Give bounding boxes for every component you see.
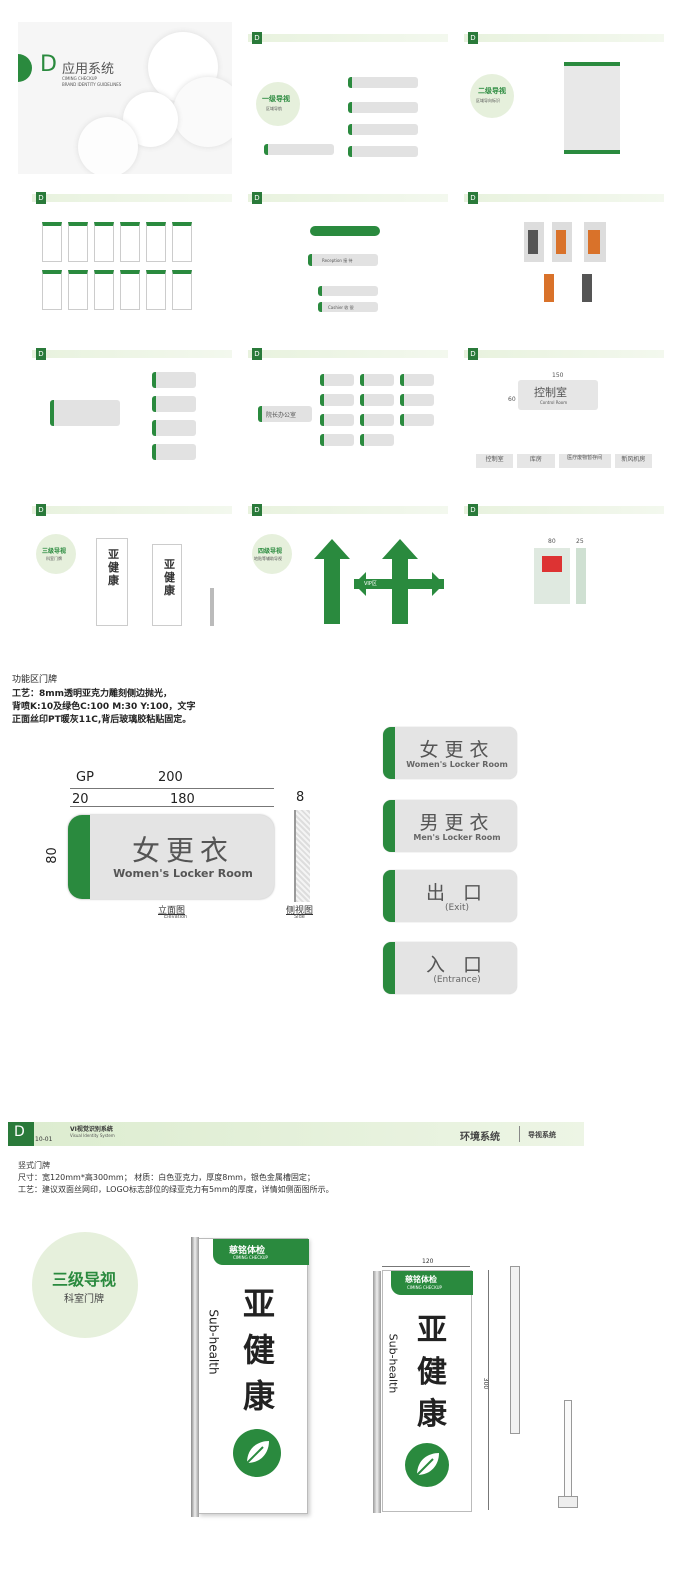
control-cn: 控制室 bbox=[534, 386, 567, 399]
detail-subsystem: 导视系统 bbox=[528, 1131, 556, 1139]
level3-label: 三级导视 bbox=[42, 548, 67, 555]
side-profile bbox=[510, 1266, 520, 1434]
vsign2-char-1: 亚 bbox=[417, 1313, 447, 1348]
office-main: 院长办公室 bbox=[266, 412, 297, 419]
elev-en: Elevation bbox=[164, 914, 188, 920]
side-label: 侧视图 bbox=[286, 906, 314, 916]
room-2: 医疗废物暂存间 bbox=[558, 454, 611, 468]
detail-letter: D bbox=[14, 1124, 25, 1140]
thumb-reception: D Reception 接 待 Cashier 收 银 bbox=[248, 182, 448, 312]
cover-sub2: BRAND IDENTITY GUIDELINES bbox=[62, 82, 122, 87]
big-sign-en: Women's Locker Room bbox=[113, 867, 253, 880]
level2-sub: 区域导向标识 bbox=[476, 98, 500, 103]
thumb-offices: D 院长办公室 bbox=[248, 340, 448, 470]
level3-sub: 科室门牌 bbox=[46, 556, 62, 561]
dim-20: 20 bbox=[72, 792, 89, 807]
sign-exit: 出 口 (Exit) bbox=[383, 870, 517, 922]
brand-logo-1: 慈铭体检 bbox=[229, 1246, 266, 1256]
room-0: 控制室 bbox=[476, 454, 514, 468]
level4-label: 四级导视 bbox=[258, 548, 283, 555]
detail-vi-cn: VI视觉识别系统 bbox=[70, 1126, 113, 1133]
thumb-signs-grid: D bbox=[32, 182, 232, 312]
thumb-toilets: D bbox=[464, 182, 664, 312]
vsign-en-2: Sub-health bbox=[386, 1333, 400, 1394]
dim-150: 150 bbox=[552, 372, 564, 379]
dim-180: 180 bbox=[170, 792, 195, 807]
cover-letter: D bbox=[40, 52, 57, 77]
vsign-thumb1: 亚健康 bbox=[108, 548, 119, 587]
detail-line2: 工艺：建议双面丝网印，LOGO标志部位的绿亚克力有5mm的厚度，详情如侧面图所示… bbox=[18, 1185, 334, 1194]
vsign-elevation: 慈铭体检 CIMING CHECKUP 亚 健 康 Sub-health bbox=[373, 1270, 473, 1513]
cover-title: 应用系统 bbox=[62, 62, 115, 77]
thumb-control: D 150 60 控制室 Control Room 控制室 库房 医疗废物暂存间… bbox=[464, 340, 664, 470]
thumb-nosmoke: D 80 25 bbox=[464, 498, 664, 628]
detail-line1: 尺寸：宽120mm*高300mm； 材质：白色亚克力，厚度8mm，银色金属槽固定… bbox=[18, 1173, 315, 1182]
dim-60: 60 bbox=[508, 396, 516, 403]
thumb-level2: D 二级导视 区域导向标识 bbox=[464, 22, 664, 162]
cover-thumb: D 应用系统 CIMING CHECKUP BRAND IDENTITY GUI… bbox=[18, 22, 232, 174]
detail-title: 竖式门牌 bbox=[18, 1161, 50, 1170]
detail-badge-sub: 科室门牌 bbox=[64, 1294, 104, 1305]
thumb-level3: D 三级导视 科室门牌 亚健康 亚健康 bbox=[32, 498, 232, 628]
leaf-icon-2 bbox=[405, 1443, 449, 1487]
detail-d-badge bbox=[8, 1122, 34, 1146]
elev-label: 立面图 bbox=[158, 906, 186, 916]
floor-arrows-graphic bbox=[314, 539, 444, 624]
section-title: 功能区门牌 bbox=[12, 675, 58, 685]
side-en: Side bbox=[294, 914, 305, 920]
sign-men: 男更衣 Men's Locker Room bbox=[383, 800, 517, 852]
big-sign-cn: 女更衣 bbox=[131, 834, 234, 867]
desc-line3: 正面丝印PT暖灰11C,背后玻璃胶粘贴固定。 bbox=[12, 715, 192, 725]
sign-women: 女更衣 Women's Locker Room bbox=[383, 727, 517, 779]
brand-en-2: CIMING CHECKUP bbox=[407, 1285, 442, 1290]
thumb-level1: D 一级导视 区域导航 bbox=[248, 22, 448, 162]
thumb-level4: D 四级导视 地贴等辅助导视 VIP区 bbox=[248, 498, 448, 628]
room-1: 库房 bbox=[517, 454, 555, 468]
dim-25: 25 bbox=[576, 538, 584, 545]
big-locker-sign: 女更衣 Women's Locker Room bbox=[68, 815, 274, 899]
vip-label: VIP区 bbox=[364, 581, 377, 587]
detail-header bbox=[8, 1122, 584, 1146]
vsign2-char-3: 康 bbox=[417, 1397, 447, 1432]
w120-label: 120 bbox=[422, 1258, 434, 1265]
dim-gp: GP bbox=[76, 770, 94, 785]
vsign-perspective: 慈铭体检 CIMING CHECKUP 亚 健 康 Sub-health bbox=[191, 1237, 309, 1517]
vsign-en-1: Sub-health bbox=[206, 1309, 221, 1375]
vsign-char-3: 康 bbox=[243, 1377, 276, 1415]
desc-line2: 背喷K:10及绿色C:100 M:30 Y:100，文字 bbox=[12, 702, 196, 712]
dim-80-main: 80 bbox=[44, 847, 60, 864]
dim-200: 200 bbox=[158, 770, 183, 785]
vsign-char-2: 健 bbox=[243, 1331, 276, 1369]
dim-8: 8 bbox=[296, 790, 305, 805]
level1-sub: 区域导航 bbox=[266, 106, 282, 111]
detail-badge bbox=[32, 1232, 138, 1338]
detail-badge-title: 三级导视 bbox=[52, 1270, 117, 1289]
brand-en-1: CIMING CHECKUP bbox=[233, 1255, 268, 1260]
detail-code: 10-01 bbox=[35, 1136, 53, 1143]
vsign-char-1: 亚 bbox=[243, 1285, 276, 1323]
leaf-icon-1 bbox=[233, 1429, 281, 1477]
control-en: Control Room bbox=[540, 400, 568, 405]
vsign2-char-2: 健 bbox=[417, 1355, 447, 1390]
level1-label: 一级导视 bbox=[262, 95, 290, 103]
desc-line1: 工艺：8mm透明亚克力雕刻侧边抛光， bbox=[12, 689, 173, 699]
cashier-label: Cashier 收 银 bbox=[328, 305, 354, 310]
level4-sub: 地贴等辅助导视 bbox=[254, 556, 282, 561]
dim-80: 80 bbox=[548, 538, 556, 545]
level2-label: 二级导视 bbox=[478, 87, 506, 95]
detail-vi-en: Visual Identity System bbox=[70, 1133, 115, 1138]
brand-logo-2: 慈铭体检 bbox=[405, 1275, 437, 1284]
vsign-thumb2: 亚健康 bbox=[164, 558, 175, 597]
sign-entrance: 入 口 (Entrance) bbox=[383, 942, 517, 994]
detail-system: 环境系统 bbox=[460, 1132, 500, 1143]
thumb-locker-small: D bbox=[32, 340, 232, 470]
reception-label: Reception 接 待 bbox=[322, 258, 353, 263]
cover-sub1: CIMING CHECKUP bbox=[62, 76, 97, 81]
room-3: 新风机房 bbox=[614, 454, 652, 468]
side-view bbox=[294, 810, 310, 902]
